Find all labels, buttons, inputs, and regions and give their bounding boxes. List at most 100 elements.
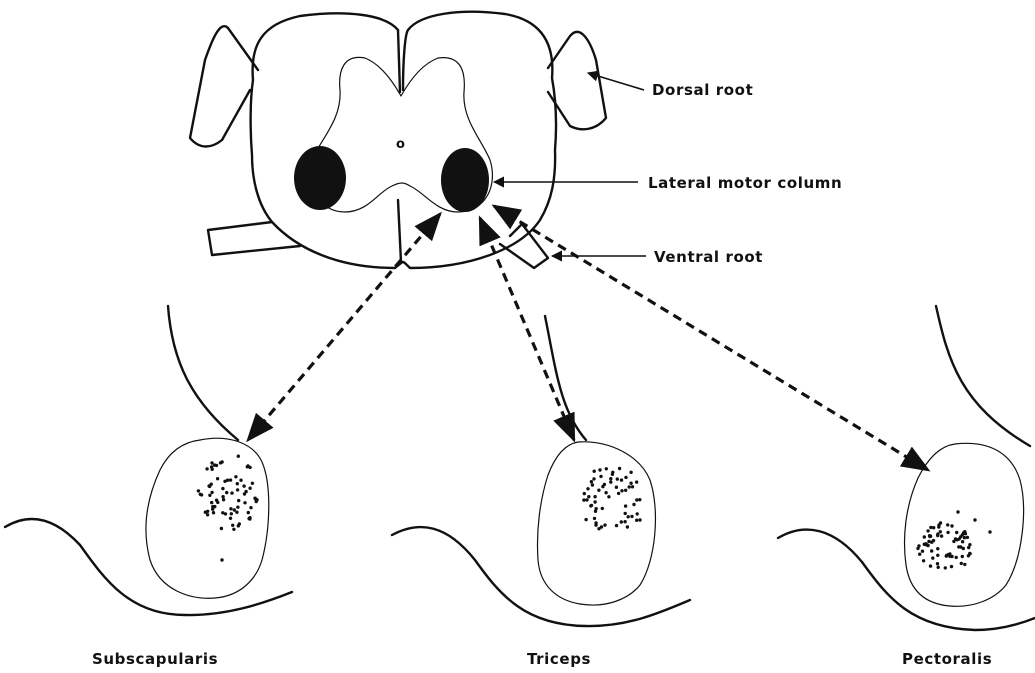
motoneuron-dot bbox=[963, 536, 966, 539]
motoneuron-dot bbox=[237, 499, 240, 502]
muscle-label-pectoralis: Pectoralis bbox=[902, 650, 992, 668]
motoneuron-dot bbox=[947, 553, 950, 556]
motoneuron-dot bbox=[248, 516, 251, 519]
motoneuron-dot bbox=[617, 492, 620, 495]
motoneuron-dot bbox=[955, 531, 958, 534]
motoneuron-dot bbox=[593, 495, 596, 498]
motoneuron-dot bbox=[242, 484, 245, 487]
motoneuron-dot bbox=[932, 526, 935, 529]
ventral-root-left bbox=[208, 222, 300, 255]
motoneuron-dot bbox=[236, 488, 239, 491]
motoneuron-dot bbox=[236, 482, 239, 485]
motoneuron-dot bbox=[583, 492, 586, 495]
motoneuron-dot bbox=[197, 489, 200, 492]
lateral-motor-column-right bbox=[441, 148, 489, 212]
motoneuron-dot bbox=[955, 556, 958, 559]
motoneuron-dot bbox=[635, 498, 638, 501]
motoneuron-dot bbox=[926, 544, 929, 547]
motoneuron-dot bbox=[636, 512, 639, 515]
motoneuron-dot bbox=[930, 549, 933, 552]
motoneuron-dot bbox=[208, 494, 211, 497]
motoneuron-dot bbox=[601, 485, 604, 488]
body-contour-lower-triceps bbox=[392, 527, 690, 626]
motoneuron-dot bbox=[923, 543, 926, 546]
motoneuron-dot bbox=[922, 559, 925, 562]
body-contour-triceps bbox=[545, 316, 586, 440]
motoneuron-dot bbox=[243, 501, 246, 504]
body-contour-subscapularis bbox=[168, 306, 238, 440]
motoneuron-dot bbox=[210, 491, 213, 494]
dorsal-root-pointer bbox=[588, 73, 644, 90]
motoneuron-cluster-subscapularis bbox=[197, 455, 259, 562]
motoneuron-dot bbox=[629, 482, 632, 485]
motoneuron-dot bbox=[632, 503, 635, 506]
motoneuron-dot bbox=[230, 491, 233, 494]
motoneuron-dot bbox=[604, 491, 607, 494]
motoneuron-dot bbox=[973, 518, 976, 521]
ventral-median-fissure bbox=[398, 200, 401, 262]
motoneuron-dot bbox=[946, 531, 949, 534]
motoneuron-dot bbox=[623, 520, 626, 523]
motoneuron-dot bbox=[921, 550, 924, 553]
ventral-root-right bbox=[500, 224, 548, 268]
motoneuron-dot bbox=[630, 515, 633, 518]
motoneuron-dot bbox=[936, 534, 939, 537]
motoneuron-dot bbox=[620, 520, 623, 523]
body-contour-pectoralis bbox=[936, 306, 1030, 446]
motoneuron-dot bbox=[234, 475, 237, 478]
motoneuron-dot bbox=[950, 565, 953, 568]
motoneuron-dot bbox=[207, 484, 210, 487]
motoneuron-dot bbox=[232, 528, 235, 531]
motoneuron-cluster-pectoralis bbox=[916, 510, 991, 569]
motoneuron-dot bbox=[618, 467, 621, 470]
motoneuron-dot bbox=[219, 461, 222, 464]
motoneuron-dot bbox=[222, 498, 225, 501]
motoneuron-dot bbox=[959, 545, 962, 548]
motoneuron-dot bbox=[205, 467, 208, 470]
motoneuron-dot bbox=[627, 515, 630, 518]
motoneuron-dot bbox=[923, 535, 926, 538]
motoneuron-dot bbox=[590, 480, 593, 483]
motoneuron-dot bbox=[226, 479, 229, 482]
motoneuron-dot bbox=[206, 513, 209, 516]
motoneuron-dot bbox=[592, 477, 595, 480]
motoneuron-dot bbox=[611, 471, 614, 474]
motoneuron-dot bbox=[968, 543, 971, 546]
motoneuron-dot bbox=[247, 511, 250, 514]
motoneuron-dot bbox=[962, 531, 965, 534]
motoneuron-dot bbox=[615, 486, 618, 489]
motoneuron-dot bbox=[210, 461, 213, 464]
motoneuron-dot bbox=[229, 517, 232, 520]
projection-arrows bbox=[248, 206, 928, 470]
motoneuron-dot bbox=[593, 500, 596, 503]
motoneuron-dot bbox=[594, 510, 597, 513]
motoneuron-dot bbox=[936, 562, 939, 565]
motoneuron-dot bbox=[221, 495, 224, 498]
motoneuron-dot bbox=[582, 498, 585, 501]
motoneuron-dot bbox=[609, 477, 612, 480]
dorsal-median-fissure bbox=[398, 30, 400, 92]
motoneuron-dot bbox=[591, 483, 594, 486]
motoneuron-dot bbox=[229, 507, 232, 510]
lateral-motor-column-left bbox=[294, 146, 346, 210]
motoneuron-dot bbox=[628, 485, 631, 488]
motoneuron-dot bbox=[230, 512, 233, 515]
motoneuron-dot bbox=[210, 501, 213, 504]
dorsal-root-label: Dorsal root bbox=[652, 81, 753, 99]
motoneuron-dot bbox=[238, 522, 241, 525]
motoneuron-dot bbox=[961, 540, 964, 543]
motoneuron-dot bbox=[253, 497, 256, 500]
motoneuron-dot bbox=[936, 554, 939, 557]
motoneuron-dot bbox=[918, 553, 921, 556]
motoneuron-dot bbox=[251, 482, 254, 485]
motoneuron-cluster-triceps bbox=[582, 467, 642, 531]
motoneuron-dot bbox=[939, 530, 942, 533]
motoneuron-dot bbox=[946, 523, 949, 526]
dorsal-root-left bbox=[190, 26, 258, 146]
motoneuron-dot bbox=[249, 506, 252, 509]
motoneuron-dot bbox=[229, 478, 232, 481]
motoneuron-dot bbox=[952, 540, 955, 543]
projection-arrow-pectoralis bbox=[494, 206, 928, 470]
